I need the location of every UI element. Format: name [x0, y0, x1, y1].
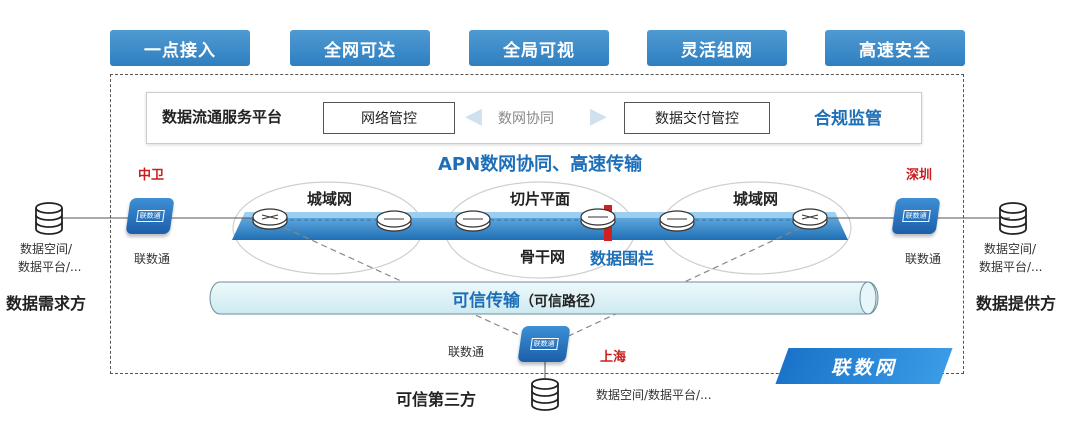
arrow-left-icon: ◀ [465, 104, 482, 129]
router-icon [455, 210, 491, 232]
zhongwei-label: 中卫 [138, 168, 165, 183]
database-icon [35, 202, 63, 235]
database-icon [531, 378, 559, 411]
apn-label: APN数网协同、高速传输 [438, 154, 643, 175]
data-fence-label: 数据围栏 [590, 249, 655, 268]
network-control-box: 网络管控 [323, 102, 455, 134]
device-badge: 联数通 [135, 210, 165, 222]
device-label-bottom: 联数通 [448, 345, 485, 359]
compliance-label: 合规监管 [814, 109, 882, 129]
delivery-control-box: 数据交付管控 [624, 102, 770, 134]
collaboration-label: 数网协同 [498, 111, 554, 127]
capability-visibility: 全局可视 [469, 30, 609, 66]
capability-security: 高速安全 [825, 30, 965, 66]
router-icon [580, 208, 616, 230]
metro-right-label: 城域网 [733, 190, 779, 208]
network-control-label: 网络管控 [361, 111, 417, 127]
device-shanghai: 联数通 [517, 326, 571, 362]
data-space-right-line1: 数据空间/ [984, 242, 1037, 256]
platform-title: 数据流通服务平台 [162, 108, 283, 126]
network-frame [110, 74, 964, 374]
router-icon [252, 208, 288, 230]
metro-left-label: 城域网 [307, 190, 353, 208]
device-label-right: 联数通 [905, 252, 942, 266]
arrow-right-icon: ▶ [590, 104, 607, 129]
platform-bar [146, 92, 922, 144]
brand-label: 联数网 [830, 356, 897, 379]
database-icon [999, 202, 1027, 235]
data-space-left-line1: 数据空间/ [20, 242, 73, 256]
device-label-left: 联数通 [134, 252, 171, 266]
capability-networking: 灵活组网 [647, 30, 787, 66]
data-space-right-line2: 数据平台/... [979, 260, 1043, 274]
capability-access: 一点接入 [110, 30, 250, 66]
data-space-bottom: 数据空间/数据平台/... [596, 388, 712, 402]
provider-party-label: 数据提供方 [976, 294, 1057, 313]
delivery-control-label: 数据交付管控 [655, 111, 739, 127]
device-badge: 联数通 [901, 210, 931, 222]
trusted-path-label: （可信路径） [520, 294, 604, 310]
brand-banner: 联数网 [775, 348, 953, 384]
device-badge: 联数通 [529, 338, 559, 350]
third-party-label: 可信第三方 [396, 390, 477, 409]
demand-party-label: 数据需求方 [6, 294, 87, 313]
router-icon [792, 208, 828, 230]
device-zhongwei: 联数通 [125, 198, 175, 234]
router-icon [659, 210, 695, 232]
backbone-label: 骨干网 [520, 248, 566, 266]
device-shenzhen: 联数通 [891, 198, 941, 234]
data-space-left-line2: 数据平台/... [18, 260, 82, 274]
trusted-transmission: 可信传输（可信路径） [452, 286, 604, 311]
shenzhen-label: 深圳 [906, 168, 933, 183]
shanghai-label: 上海 [600, 350, 627, 365]
slice-plane-label: 切片平面 [510, 190, 571, 208]
router-icon [376, 210, 412, 232]
trusted-transmission-label: 可信传输 [452, 291, 520, 311]
capability-reach: 全网可达 [290, 30, 430, 66]
